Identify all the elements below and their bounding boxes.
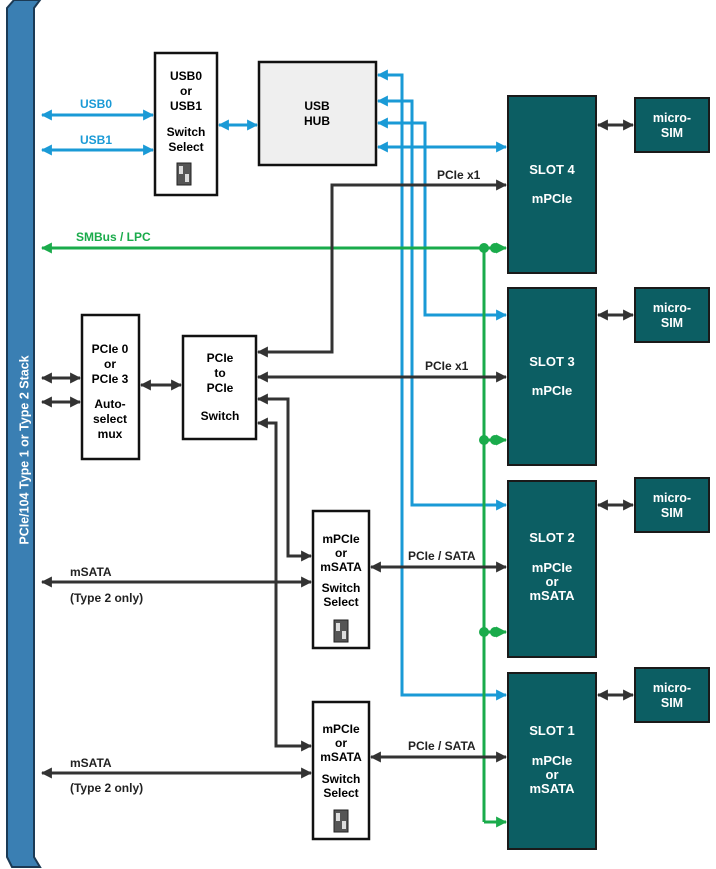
- usb-hub-to-slot3: [376, 117, 508, 321]
- sata-select-a-label-4: Switch: [322, 581, 361, 595]
- micro-sim-2-line-1: micro-: [653, 491, 691, 505]
- pcie-mux-label-5: select: [93, 412, 127, 426]
- pcie-switch-box: [181, 334, 258, 441]
- usb-hub-box: [257, 60, 378, 167]
- micro-sim-1-line-1: micro-: [653, 681, 691, 695]
- sata-select-b-label-2: or: [335, 736, 347, 750]
- sata-select-a-label-1: mPCIe: [322, 532, 360, 546]
- sata-select-b-label-1: mPCIe: [322, 722, 360, 736]
- stack-bus-label: PCIe/104 Type 1 or Type 2 Stack: [17, 355, 31, 544]
- pcie-switch-label-4: Switch: [201, 409, 240, 423]
- slot-2-line-3: mSATA: [529, 588, 575, 603]
- slot-2-line-2: or: [546, 574, 559, 589]
- slot-1-box: [507, 672, 597, 850]
- usb-select-label-5: Select: [168, 140, 203, 154]
- sata-select-a-label-5: Select: [323, 595, 358, 609]
- junction-dot: [490, 435, 500, 445]
- slot-2-box: [507, 480, 597, 658]
- micro-sim-3-line-2: SIM: [661, 316, 683, 330]
- slot-1-line-1: mPCIe: [532, 753, 572, 768]
- pcie-mux-label-1: PCIe 0: [92, 342, 129, 356]
- slot-3-title: SLOT 3: [529, 354, 575, 369]
- sata-select-b-label-3: mSATA: [320, 750, 362, 764]
- sata-select-a-label-3: mSATA: [320, 560, 362, 574]
- usb0-label: USB0: [80, 97, 112, 111]
- type2-b-label: (Type 2 only): [70, 781, 143, 795]
- usb-select-label-2: or: [180, 84, 192, 98]
- micro-sim-4-line-2: SIM: [661, 126, 683, 140]
- msata-a-label: mSATA: [70, 565, 112, 579]
- junction-dot: [490, 627, 500, 637]
- pcie-mux-label-6: mux: [98, 427, 123, 441]
- switch-to-slot4-line: [256, 179, 508, 358]
- pcie-switch-label-2: to: [214, 366, 225, 380]
- slot-4-line-1: mPCIe: [532, 191, 572, 206]
- type2-a-label: (Type 2 only): [70, 591, 143, 605]
- slot-2-line-1: mPCIe: [532, 560, 572, 575]
- usb-select-label-1: USB0: [170, 69, 202, 83]
- pcie-x1-top-label: PCIe x1: [437, 168, 481, 182]
- pcie-switch-label-1: PCIe: [207, 351, 234, 365]
- dip-switch-icon: [333, 619, 349, 643]
- micro-sim-4-line-1: micro-: [653, 111, 691, 125]
- usb-select-label-4: Switch: [167, 125, 206, 139]
- sata-select-a-box: [311, 509, 371, 650]
- usb1-label: USB1: [80, 133, 112, 147]
- pcie-mux-label-2: or: [104, 357, 116, 371]
- pcie-x1-mid-label: PCIe x1: [425, 359, 469, 373]
- stack-bus-bar: [6, 0, 42, 868]
- dip-switch-icon: [176, 162, 192, 186]
- usb-hub-label-1: USB: [304, 99, 330, 113]
- smbus-label: SMBus / LPC: [76, 230, 151, 244]
- micro-sim-1-line-2: SIM: [661, 696, 683, 710]
- slot-2-title: SLOT 2: [529, 530, 575, 545]
- micro-sim-1-box: [634, 667, 710, 723]
- micro-sim-2-line-2: SIM: [661, 506, 683, 520]
- slot-4-title: SLOT 4: [529, 162, 575, 177]
- micro-sim-3-box: [634, 287, 710, 343]
- pcie-mux-box: [80, 313, 141, 461]
- junction-dot: [479, 435, 489, 445]
- usb-hub-label-2: HUB: [304, 114, 330, 128]
- sata-select-a-label-2: or: [335, 546, 347, 560]
- junction-dot: [479, 243, 489, 253]
- pcie-sata-b-label: PCIe / SATA: [408, 739, 476, 753]
- micro-sim-4-box: [634, 97, 710, 153]
- sata-select-b-label-4: Switch: [322, 772, 361, 786]
- pcie-mux-label-3: PCIe 3: [92, 372, 129, 386]
- slot-3-line-1: mPCIe: [532, 383, 572, 398]
- dip-switch-icon: [333, 809, 349, 833]
- slot-1-line-2: or: [546, 767, 559, 782]
- pcie-sata-a-label: PCIe / SATA: [408, 549, 476, 563]
- switch-to-sata-sel-b-line: [256, 417, 313, 752]
- pcie-switch-label-3: PCIe: [207, 381, 234, 395]
- slot-4-box: [507, 95, 597, 274]
- msata-b-label: mSATA: [70, 756, 112, 770]
- pcie-mux-label-4: Auto-: [94, 397, 125, 411]
- sata-select-b-label-5: Select: [323, 786, 358, 800]
- pcie-lines: [40, 119, 635, 779]
- slot-1-line-3: mSATA: [529, 781, 575, 796]
- junction-dot: [479, 627, 489, 637]
- slot-1-title: SLOT 1: [529, 723, 575, 738]
- junction-dot: [490, 243, 500, 253]
- slot-3-box: [507, 287, 597, 466]
- usb-hub-to-slot2: [376, 95, 508, 511]
- usb-select-label-3: USB1: [170, 99, 202, 113]
- micro-sim-3-line-1: micro-: [653, 301, 691, 315]
- micro-sim-2-box: [634, 477, 710, 533]
